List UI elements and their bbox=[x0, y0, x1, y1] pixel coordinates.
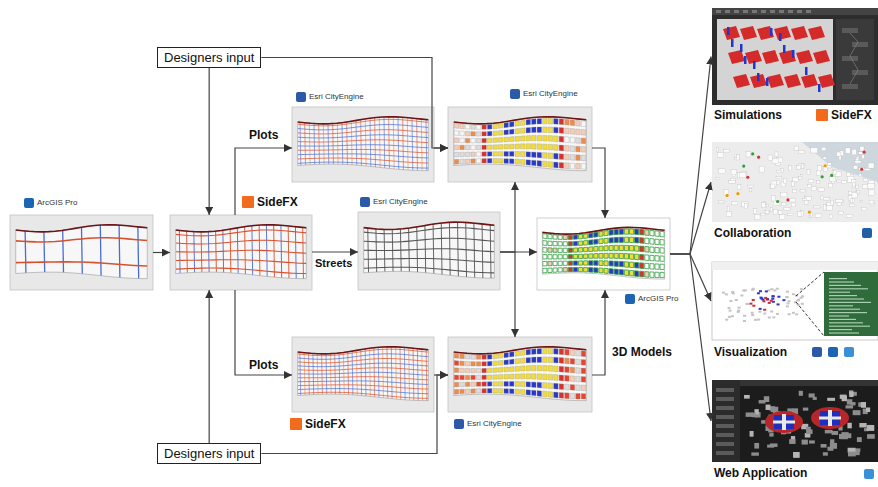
logo-text: SideFX bbox=[831, 108, 872, 122]
panel-caption: Visualization bbox=[714, 345, 787, 359]
flow-arrow bbox=[670, 254, 711, 421]
panel-caption: Simulations bbox=[714, 108, 782, 122]
map-panel: ArcGIS Pro bbox=[537, 218, 670, 290]
map-panel: ArcGIS Pro bbox=[10, 215, 153, 290]
flow-arrow bbox=[500, 251, 537, 252]
flow-arrow bbox=[153, 252, 170, 253]
logo: Esri CityEngine bbox=[296, 92, 364, 102]
map-image bbox=[448, 337, 592, 412]
screenshot bbox=[712, 262, 878, 340]
logo: SideFX bbox=[242, 195, 298, 209]
app-icon bbox=[844, 347, 854, 357]
logo-icon bbox=[24, 198, 34, 208]
map-image bbox=[448, 107, 592, 182]
flow-arrow bbox=[500, 252, 515, 337]
flow-arrow bbox=[592, 290, 605, 375]
logo-text: SideFX bbox=[305, 417, 346, 431]
edge-label: Plots bbox=[248, 128, 279, 142]
edge-label: 3D Models bbox=[611, 345, 673, 359]
app-icon bbox=[862, 228, 872, 238]
caption: Collaboration bbox=[714, 226, 791, 240]
logo-icon bbox=[360, 197, 370, 207]
edge-label: Streets bbox=[314, 256, 353, 270]
flow-arrow bbox=[670, 57, 711, 255]
box-label: Designers input bbox=[164, 446, 254, 461]
logo-icon bbox=[242, 196, 254, 208]
map-image bbox=[10, 215, 153, 290]
map-panel: SideFX bbox=[292, 337, 434, 412]
logo-icon bbox=[296, 92, 306, 102]
logo: Esri CityEngine bbox=[454, 419, 522, 429]
logo-icon bbox=[454, 419, 464, 429]
map-image bbox=[358, 212, 500, 290]
caption: Simulations bbox=[714, 108, 782, 122]
app-icon bbox=[812, 347, 822, 357]
logo-text: ArcGIS Pro bbox=[37, 198, 77, 208]
logo-text: Esri CityEngine bbox=[373, 197, 428, 207]
logo-icon bbox=[816, 109, 828, 121]
logo-text: Esri CityEngine bbox=[467, 419, 522, 429]
screenshot bbox=[712, 8, 878, 105]
logo-text: Esri CityEngine bbox=[523, 89, 578, 99]
map-panel: SideFX bbox=[170, 215, 312, 290]
screenshot bbox=[712, 380, 878, 462]
logo: Esri CityEngine bbox=[510, 89, 578, 99]
flow-arrow bbox=[592, 148, 605, 218]
output-panel: SimulationsSideFX bbox=[712, 8, 878, 105]
map-image bbox=[170, 215, 312, 290]
box-label: Designers input bbox=[164, 50, 254, 65]
input-box: Designers input bbox=[157, 443, 261, 464]
logo-text: SideFX bbox=[257, 195, 298, 209]
map-image bbox=[537, 218, 670, 290]
flow-arrow bbox=[312, 251, 358, 252]
logo-icon bbox=[290, 418, 302, 430]
map-panel: Esri CityEngine bbox=[448, 107, 592, 182]
panel-caption: Web Application bbox=[714, 466, 807, 480]
logo-text: ArcGIS Pro bbox=[638, 294, 678, 304]
flow-arrow bbox=[434, 374, 448, 375]
logo-text: Esri CityEngine bbox=[309, 92, 364, 102]
output-panel: Collaboration bbox=[712, 142, 878, 222]
screenshot bbox=[712, 142, 878, 222]
flow-arrow bbox=[209, 68, 210, 215]
app-icon bbox=[864, 469, 874, 479]
map-image bbox=[292, 107, 434, 182]
input-box: Designers input bbox=[157, 47, 261, 68]
map-panel: Esri CityEngine bbox=[448, 337, 592, 412]
panel-caption: Collaboration bbox=[714, 226, 791, 240]
app-icon bbox=[828, 347, 838, 357]
flow-arrow bbox=[209, 290, 210, 443]
flow-arrow bbox=[261, 375, 448, 454]
flow-arrow bbox=[500, 182, 515, 252]
logo-icon bbox=[510, 89, 520, 99]
map-panel: Esri CityEngine bbox=[292, 107, 434, 182]
logo: SideFX bbox=[290, 417, 346, 431]
logo: SideFX bbox=[816, 108, 872, 122]
flow-arrow bbox=[235, 290, 292, 375]
flow-arrow bbox=[670, 182, 711, 254]
caption: Web Application bbox=[714, 466, 807, 480]
edge-label: Plots bbox=[248, 358, 279, 372]
caption: Visualization bbox=[714, 345, 787, 359]
logo: Esri CityEngine bbox=[360, 197, 428, 207]
flow-arrow bbox=[434, 147, 448, 148]
logo-icon bbox=[625, 294, 635, 304]
flow-arrow bbox=[261, 58, 448, 149]
output-panel: Visualization bbox=[712, 262, 878, 340]
map-image bbox=[292, 337, 434, 412]
output-panel: Web Application bbox=[712, 380, 878, 462]
map-panel: Esri CityEngine bbox=[358, 212, 500, 290]
logo: ArcGIS Pro bbox=[625, 294, 678, 304]
logo: ArcGIS Pro bbox=[24, 198, 77, 208]
